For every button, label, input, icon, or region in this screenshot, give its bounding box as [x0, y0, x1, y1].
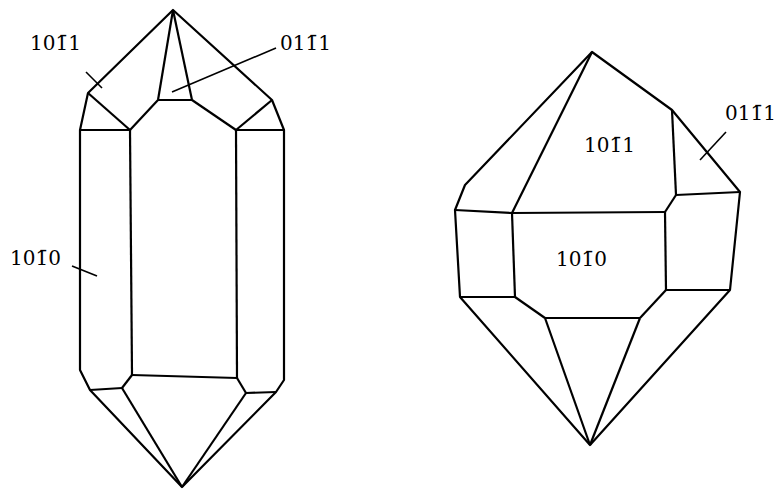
left-leaders	[72, 48, 276, 276]
miller-index: 101̄0	[10, 245, 61, 271]
left-crystal	[80, 10, 284, 487]
miller-index: 101̄1	[30, 30, 81, 56]
miller-index: 101̄0	[556, 246, 607, 272]
miller-index: 011̄1	[280, 30, 331, 56]
miller-index: 101̄1	[584, 132, 635, 158]
miller-index: 011̄1	[725, 100, 776, 126]
right-crystal	[455, 52, 740, 445]
right-leaders	[700, 132, 726, 160]
